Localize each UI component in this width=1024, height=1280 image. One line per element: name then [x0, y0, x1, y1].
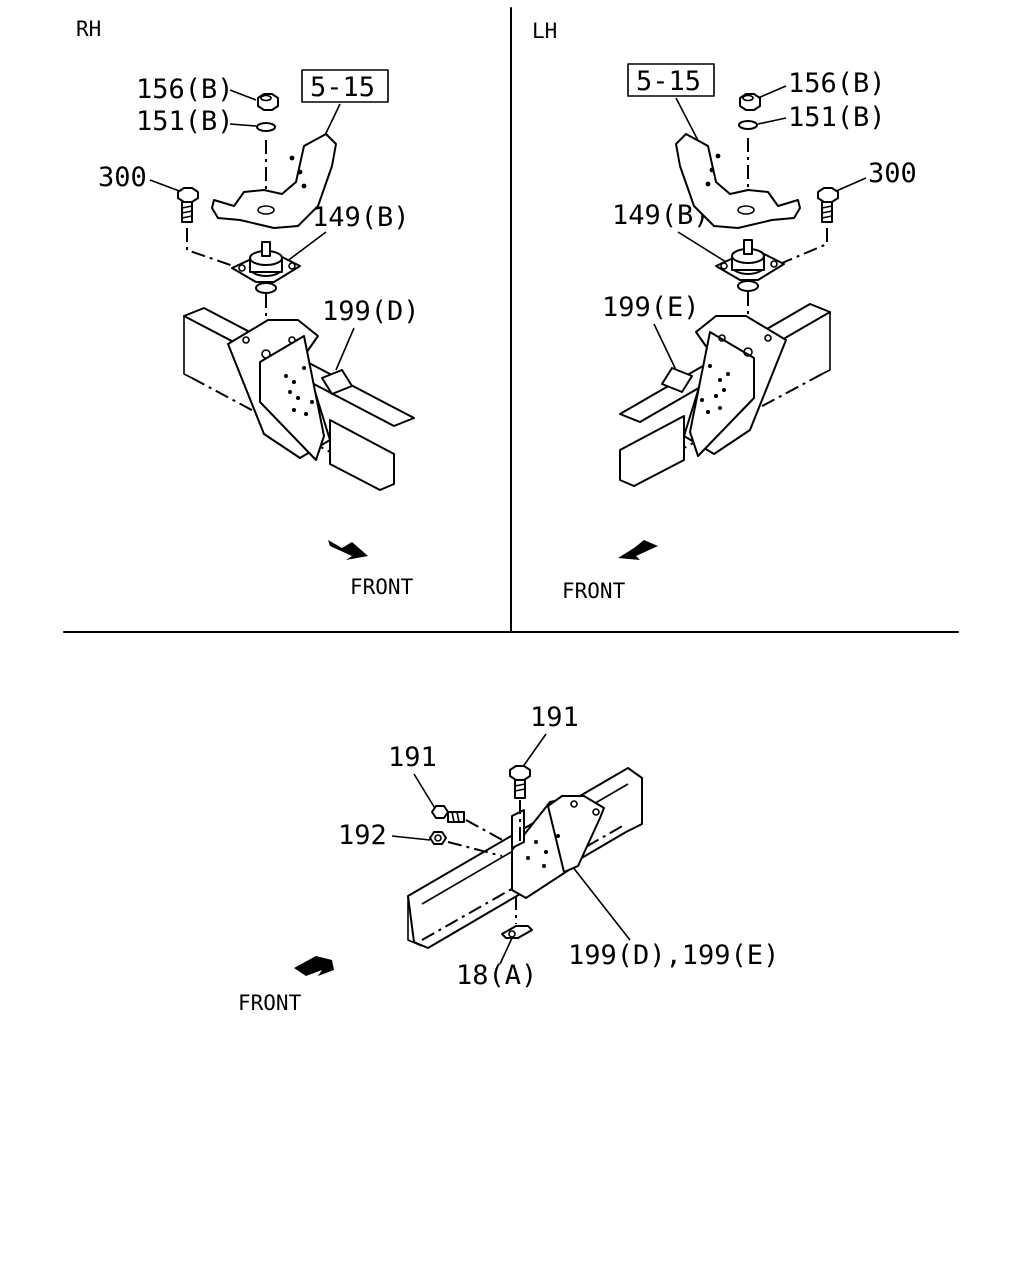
lh-callout-nut: 156(B) [788, 68, 886, 99]
rh-front-label: FRONT [350, 575, 414, 599]
lh-callout-washer: 151(B) [788, 102, 886, 133]
lh-frame-bracket [661, 315, 787, 457]
rh-callout-mount: 149(B) [312, 202, 410, 233]
bottom-callout-bolt-top: 191 [530, 702, 579, 733]
bottom-leader-bolt-top [521, 733, 547, 769]
rh-bolt-centerline [186, 228, 240, 269]
bottom-callout-bracket: 199(D),199(E) [568, 940, 779, 971]
lh-cab-bracket [675, 133, 801, 229]
bottom-centerline-nut [447, 841, 503, 857]
lh-leader-bolt [833, 177, 867, 193]
lh-bolt-icon [817, 187, 839, 223]
bottom-bolt-side-icon [431, 805, 465, 823]
rh-callout-nut: 156(B) [136, 74, 234, 105]
bottom-frame-bracket [511, 795, 605, 899]
rh-ref-box [301, 69, 389, 103]
bottom-callout-plate: 18(A) [456, 960, 537, 991]
rh-panel: RH 5-15 156(B) 151(B) 300 149(B) 199(D) [76, 17, 420, 599]
lh-ref-box [627, 63, 715, 97]
bottom-leader-bolt-side [413, 773, 437, 811]
lh-ref-box-label: 5-15 [636, 66, 701, 97]
lh-callout-bracket: 199(E) [602, 292, 700, 323]
lh-leader-nut [757, 85, 787, 99]
lh-leader-washer [757, 117, 787, 125]
lh-mount-icon [715, 239, 785, 292]
bottom-front-arrow-icon [294, 956, 334, 976]
rh-leader-nut [229, 89, 257, 101]
bottom-leader-bracket [571, 865, 631, 941]
lh-washer-icon [738, 120, 758, 130]
bottom-plate-icon [501, 925, 533, 939]
rh-callout-bracket: 199(D) [322, 296, 420, 327]
rh-leader-washer [229, 123, 257, 127]
lh-side-label: LH [532, 19, 557, 43]
rh-ref-box-label: 5-15 [310, 72, 375, 103]
rh-side-label: RH [76, 17, 101, 41]
rh-callout-bolt: 300 [98, 162, 147, 193]
bottom-nut-icon [429, 831, 447, 845]
lh-nut-icon [739, 93, 761, 111]
rh-front-arrow-icon [328, 540, 368, 560]
rh-leader-mount [285, 231, 327, 263]
lh-leader-mount [677, 231, 727, 263]
bottom-callout-nut: 192 [338, 820, 387, 851]
rh-cab-bracket [211, 133, 337, 229]
rh-callout-washer: 151(B) [136, 106, 234, 137]
lh-callout-bolt: 300 [868, 158, 917, 189]
bottom-bolt-top-icon [509, 765, 531, 799]
bottom-leader-nut [391, 835, 431, 841]
bottom-centerline-side [465, 819, 507, 843]
lh-front-label: FRONT [562, 579, 626, 603]
bottom-callout-bolt-side: 191 [388, 742, 437, 773]
rh-bolt-icon [177, 187, 199, 223]
lh-bolt-centerline [774, 228, 828, 267]
lh-leader-bracket [653, 323, 677, 371]
rh-washer-icon [256, 122, 276, 132]
rh-mount-icon [231, 241, 301, 294]
lh-panel: LH 5-15 156(B) 151(B) 300 149(B) 199(E) [532, 19, 917, 603]
lh-front-arrow-icon [618, 540, 658, 560]
rh-leader-bolt [149, 179, 183, 193]
rh-leader-bracket [335, 327, 355, 371]
rh-nut-icon [257, 93, 279, 111]
bottom-leader-plate [499, 937, 513, 965]
rh-frame-bracket [227, 319, 353, 461]
bottom-panel: 191 191 192 18(A) 199(D),199(E) [238, 702, 779, 1015]
bottom-front-label: FRONT [238, 991, 302, 1015]
